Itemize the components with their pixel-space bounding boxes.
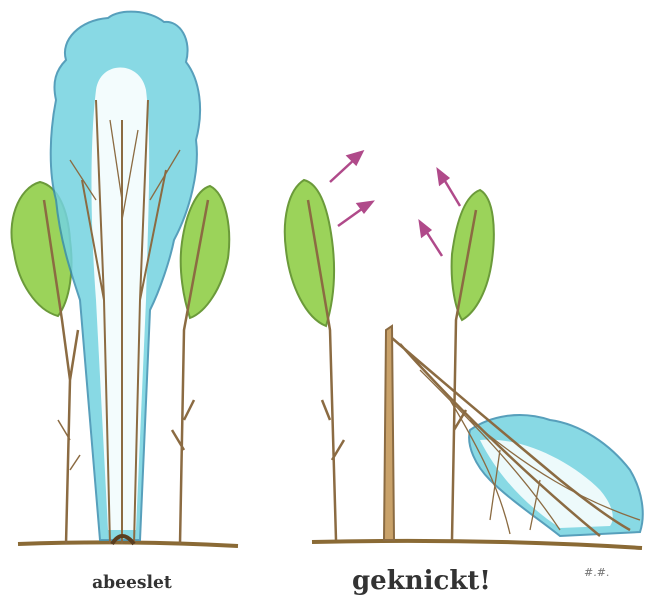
right-scene-left-tree xyxy=(285,180,344,540)
broken-stump xyxy=(384,326,394,540)
ground-line-left xyxy=(18,542,238,546)
right-small-tree-left-scene xyxy=(172,186,229,544)
wind-arrow-icon xyxy=(330,152,362,182)
right-scene-right-tree xyxy=(452,190,494,540)
right-scene xyxy=(285,152,643,548)
wind-arrows xyxy=(330,152,460,256)
fallen-poplar xyxy=(392,338,643,536)
signature: #.#. xyxy=(584,566,609,579)
caption-left: abeeslet xyxy=(92,572,172,593)
right-scene-right-tree-crown xyxy=(452,190,494,320)
wind-arrow-icon xyxy=(420,222,442,256)
left-scene xyxy=(12,12,238,546)
wind-arrow-icon xyxy=(338,202,372,226)
ground-line-right xyxy=(312,541,642,548)
wind-arrow-icon xyxy=(438,170,460,206)
stump xyxy=(384,326,394,540)
caption-right: geknickt! xyxy=(352,566,491,596)
